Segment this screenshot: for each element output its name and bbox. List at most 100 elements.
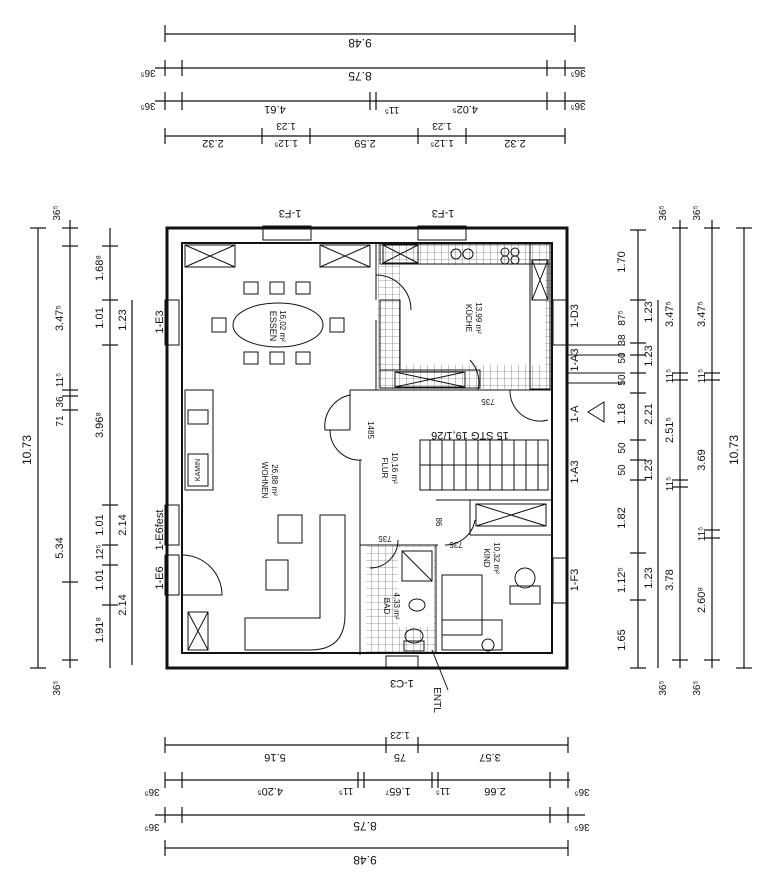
left-dim-3-96: 3.96⁸ <box>94 412 106 438</box>
right-end-1: 36⁵ <box>658 205 669 220</box>
window-label-right-a: 1-A <box>569 405 581 423</box>
right-dim-1-82: 1.82 <box>616 507 628 528</box>
right-dim-2-51: 2.51⁵ <box>664 417 676 443</box>
left-end-top: 36⁵ <box>52 205 63 220</box>
right-dim-87: 87⁵ <box>617 310 628 325</box>
bottom-dim-5-16: 5.16 <box>264 751 285 763</box>
bottom-opening: 1.23 <box>390 729 410 740</box>
left-dim-2-14-a: 2.14 <box>117 594 129 615</box>
top-inner-dim: 8.75 <box>348 69 372 83</box>
right-dim-50-c: 50 <box>617 442 628 454</box>
room-labels: ESSEN 16,02 m² KÜCHE 13,99 m² WOHNEN 26,… <box>260 302 501 620</box>
bottom-dim-4-20: 4.20⁵ <box>257 785 283 797</box>
top-dim-4-61: 4.61 <box>264 103 285 115</box>
cabinet-kitchen-bottom <box>394 371 466 388</box>
right-dim-1-65: 1.65 <box>616 629 628 650</box>
bottom-dim-11-5-b: 11⁵ <box>436 785 451 796</box>
sofa <box>244 514 346 651</box>
dining-table <box>211 281 345 365</box>
bottom-end-3: 36⁵ <box>144 821 159 832</box>
right-dim-1-18: 1.18 <box>616 403 628 424</box>
right-dim-38: 38 <box>617 334 628 346</box>
door-label-735-bath: 735 <box>378 534 392 543</box>
window-label-top-left: 1-F3 <box>279 207 302 219</box>
top-dim-1-12-a: 1.12⁵ <box>274 137 298 148</box>
right-dim-3-47-a: 3.47⁵ <box>664 301 676 327</box>
room-bad-name: BAD <box>382 598 391 615</box>
top-dim-4-02: 4.02⁵ <box>452 103 478 115</box>
cabinet-kind <box>475 503 547 527</box>
window-label-right-a3-1: 1-A3 <box>569 348 581 371</box>
right-dim-3-69: 3.69 <box>696 449 708 470</box>
window-label-right-upper: 1-D3 <box>569 304 581 328</box>
bottom-end-1: 36⁵ <box>144 786 159 797</box>
right-dim-3-47-b: 3.47⁵ <box>696 301 708 327</box>
building: KAMIN 15 STG 19,1/26 <box>164 225 625 691</box>
right-dim-11-5-d: 11⁵ <box>697 527 708 542</box>
right-end-2: 36⁵ <box>692 205 703 220</box>
door-label-1485: 1485 <box>366 421 375 439</box>
bottom-dim-2-66: 2.66 <box>484 785 505 797</box>
window-label-right-a3-2: 1-A3 <box>569 460 581 483</box>
room-kueche-area: 13,99 m² <box>474 302 483 334</box>
room-kind-area: 10,32 m² <box>492 542 501 574</box>
room-flur-name: FLUR <box>380 458 389 479</box>
room-essen-area: 16,02 m² <box>278 310 287 342</box>
right-dim-1-23-b: 1.23 <box>643 345 655 366</box>
bottom-dim-75: 75 <box>394 751 406 763</box>
right-dim-11-5-c: 11⁵ <box>697 369 708 384</box>
window-labels: 1-F3 1-F3 1-E3 1-E6fest 1-E6 1-D3 1-A3 1… <box>154 207 581 689</box>
top-dim-2-59: 2.59 <box>354 137 375 149</box>
right-dim-1-23-a: 1.23 <box>643 301 655 322</box>
top-dimensions: 9.48 8.75 36⁵ 36⁵ 4.61 11⁵ 4.02⁵ 36⁵ 36⁵… <box>140 25 586 149</box>
top-end-3: 36⁵ <box>140 100 155 111</box>
right-dim-1-70: 1.70 <box>616 251 628 272</box>
right-end-3: 36⁵ <box>658 680 669 695</box>
left-dim-2-14-b: 2.14 <box>117 514 129 535</box>
top-dim-2-32-a: 2.32 <box>202 137 223 149</box>
window-label-left-upper: 1-E3 <box>154 310 166 333</box>
door-label-735-kitchen: 735 <box>481 397 495 406</box>
cabinet-top-mid <box>319 244 371 268</box>
right-dim-11-5-a: 11⁵ <box>665 369 676 384</box>
left-dim-1-68: 1.68⁸ <box>94 255 106 281</box>
bottom-overall-dim: 9.48 <box>353 853 377 867</box>
warning-triangle-icon <box>587 401 605 423</box>
misc-labels: ENTL 735 735 735 1485 86 <box>366 397 495 713</box>
door-label-86: 86 <box>434 518 443 527</box>
left-dim-11-5: 11⁵ <box>55 373 66 388</box>
cabinet-bottom-left <box>187 611 209 651</box>
top-dim-11-5: 11⁵ <box>385 104 400 115</box>
window-label-top-right: 1-F3 <box>432 207 455 219</box>
bottom-dim-1-65: 1.65⁷ <box>385 785 410 797</box>
room-flur-area: 10,16 m² <box>390 452 399 484</box>
room-bad-area: 4,33 m² <box>392 592 401 619</box>
bottom-dim-3-57: 3.57 <box>479 751 500 763</box>
cabinet-kitchen-side <box>531 259 549 301</box>
top-overall-dim: 9.48 <box>348 36 372 50</box>
left-dim-1-23: 1.23 <box>117 309 129 330</box>
left-dim-36: 36 <box>55 396 66 408</box>
right-dimensions: 1.70 87⁵ 38 50 50 1.18 50 50 1.82 1.12⁵ … <box>616 205 752 696</box>
left-overall-dim: 10.73 <box>20 435 34 465</box>
left-dim-1-01-b: 1.01 <box>94 514 106 535</box>
cabinet-top-left <box>184 244 236 268</box>
cabinet-kitchen-top <box>382 244 419 264</box>
window-label-left-mid: 1-E6fest <box>154 510 166 551</box>
stairs: 15 STG 19,1/26 <box>419 429 549 491</box>
bottom-dimensions: 5.16 75 3.57 1.23 4.20⁵ 11⁵ 1.65⁷ 11⁵ 2.… <box>144 729 589 867</box>
entrance-label: ENTL <box>431 687 442 713</box>
top-opening-1: 1.23 <box>276 120 296 131</box>
left-dim-1-01-a: 1.01 <box>94 307 106 328</box>
right-dim-1-12: 1.12⁵ <box>616 567 628 593</box>
room-kueche-name: KÜCHE <box>464 304 473 332</box>
right-dim-50-d: 50 <box>617 464 628 476</box>
left-dim-3-47: 3.47⁵ <box>54 305 66 331</box>
left-dim-71: 71 <box>55 415 66 427</box>
right-overall-dim: 10.73 <box>727 435 741 465</box>
right-dim-11-5-b: 11⁵ <box>665 477 676 492</box>
top-dim-2-32-b: 2.32 <box>504 137 525 149</box>
top-end-2: 36⁵ <box>570 67 585 78</box>
room-essen-name: ESSEN <box>268 311 278 342</box>
